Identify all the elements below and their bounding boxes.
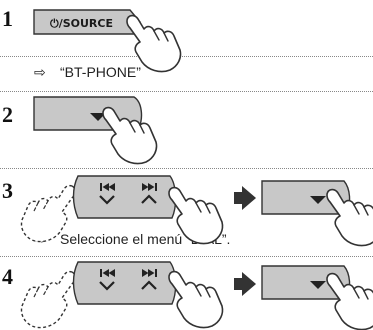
down-triangle-icon [310, 196, 326, 204]
down-triangle-icon [310, 281, 326, 289]
step-1-caption: ⇨ “BT-PHONE” [34, 64, 141, 80]
skip-next-icon [141, 269, 157, 290]
down-button-step-4[interactable] [261, 265, 351, 300]
source-button[interactable]: ⏻/SOURCE [33, 9, 141, 35]
divider-3 [0, 168, 373, 169]
skip-buttons-step-4[interactable] [72, 261, 177, 305]
step-3-number: 3 [2, 178, 13, 203]
pointing-hand-icon [168, 186, 224, 245]
skip-next-icon [141, 183, 157, 204]
caption-arrow-icon: ⇨ [34, 64, 46, 80]
step-1-caption-text: “BT-PHONE” [60, 64, 141, 80]
step-4-number: 4 [2, 264, 13, 289]
dashed-pointing-hand-icon [20, 184, 76, 243]
pointing-hand-icon [126, 14, 182, 73]
dashed-pointing-hand-icon [20, 270, 76, 329]
right-arrow-icon [234, 272, 256, 296]
step-2-number: 2 [2, 102, 13, 127]
step-1-number: 1 [2, 6, 13, 31]
skip-previous-icon [99, 269, 115, 291]
divider-1 [0, 56, 373, 57]
pointing-hand-icon [168, 270, 224, 329]
divider-4 [0, 256, 373, 257]
skip-buttons-step-3[interactable] [72, 175, 177, 219]
source-button-label: ⏻/SOURCE [50, 17, 113, 30]
down-triangle-icon [90, 113, 106, 121]
divider-2 [0, 91, 373, 92]
right-arrow-icon [234, 186, 256, 210]
skip-previous-icon [99, 183, 115, 205]
